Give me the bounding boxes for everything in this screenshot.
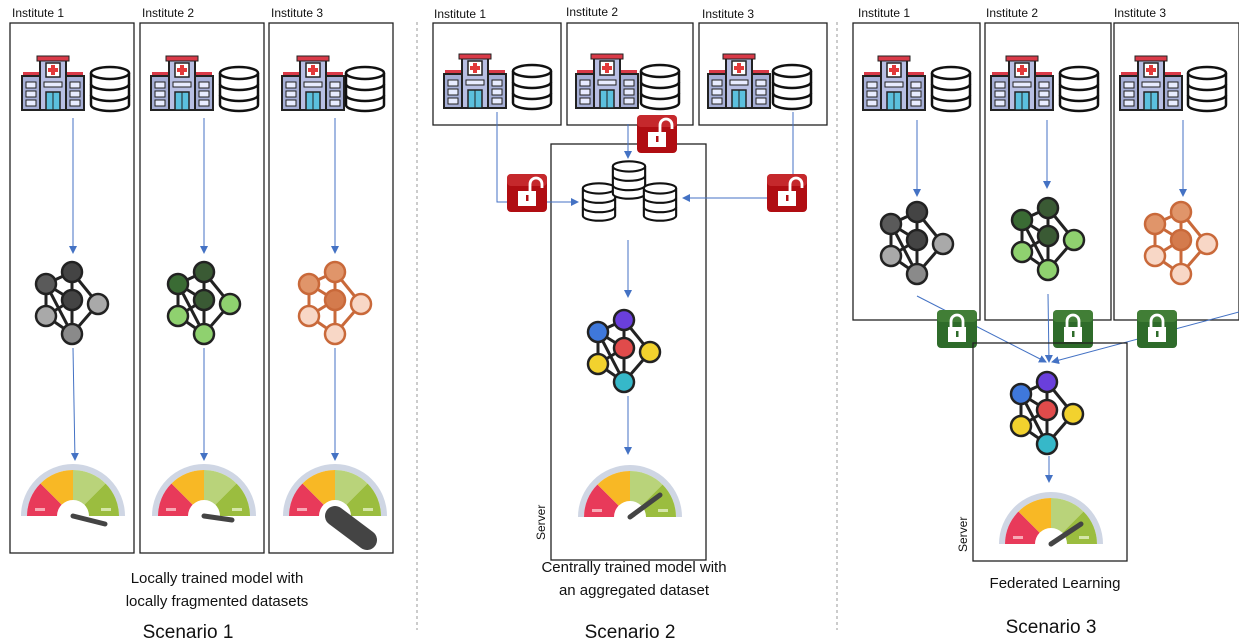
- scenario-1-caption-line1: Locally trained model with: [131, 570, 304, 587]
- neural-network-icon: [1010, 196, 1086, 282]
- neural-network-icon: [1009, 370, 1085, 456]
- hospital-icon: [281, 55, 345, 111]
- database-icon: [1186, 65, 1228, 113]
- institute-2-box: [566, 22, 694, 126]
- scenario-3-title: Scenario 3: [1006, 617, 1097, 638]
- scenario-2-title: Scenario 2: [585, 622, 676, 642]
- lock-closed-icon: [1051, 308, 1095, 350]
- hospital-icon: [575, 53, 639, 109]
- aggregated-database-icon: [581, 160, 678, 222]
- lock-closed-icon: [1135, 308, 1179, 350]
- hospital-icon: [21, 55, 85, 111]
- scenario-2-caption-line2: an aggregated dataset: [559, 582, 710, 599]
- lock-open-icon: [505, 172, 549, 214]
- scenario-2: Institute 1 Institute 2 Institute 3 Serv…: [432, 5, 828, 642]
- database-icon: [771, 63, 813, 111]
- server-box: [972, 342, 1128, 562]
- scenario-1-caption-line2: locally fragmented datasets: [126, 593, 309, 610]
- neural-network-icon: [166, 260, 242, 346]
- institute-label: Institute 1: [12, 6, 64, 20]
- database-icon: [344, 65, 386, 113]
- scenario-3: Institute 1 Institute 2 Institute 3: [852, 6, 1239, 638]
- lock-open-icon: [765, 172, 809, 214]
- institute-label: Institute 2: [986, 6, 1038, 20]
- hospital-icon: [990, 55, 1054, 111]
- database-icon: [218, 65, 260, 113]
- gauge-icon: [21, 464, 125, 527]
- institute-label: Institute 3: [702, 7, 754, 21]
- database-icon: [1058, 65, 1100, 113]
- hospital-icon: [862, 55, 926, 111]
- institute-3-panel: [268, 22, 394, 554]
- institute-3-box: [698, 22, 828, 126]
- scenario-1-title: Scenario 1: [143, 622, 234, 642]
- hospital-icon: [707, 53, 771, 109]
- scenario-2-caption-line1: Centrally trained model with: [541, 559, 726, 576]
- hospital-icon: [1119, 55, 1183, 111]
- database-icon: [930, 65, 972, 113]
- institute-label: Institute 2: [566, 5, 618, 19]
- institute-label: Institute 1: [858, 6, 910, 20]
- neural-network-icon: [879, 200, 955, 286]
- hospital-icon: [443, 53, 507, 109]
- server-label: Server: [956, 517, 970, 552]
- database-icon: [89, 65, 131, 113]
- lock-open-icon: [635, 113, 679, 155]
- gauge-icon: [999, 492, 1103, 547]
- institute-1-panel: [852, 22, 981, 321]
- gauge-icon: [578, 465, 682, 520]
- gauge-icon: [283, 464, 387, 550]
- institute-1-panel: [9, 22, 135, 554]
- database-icon: [511, 63, 553, 111]
- institute-label: Institute 2: [142, 6, 194, 20]
- neural-network-icon: [586, 308, 662, 394]
- institute-label: Institute 1: [434, 7, 486, 21]
- neural-network-icon: [1143, 200, 1219, 286]
- neural-network-icon: [297, 260, 373, 346]
- institute-label: Institute 3: [271, 6, 323, 20]
- lock-closed-icon: [935, 308, 979, 350]
- institute-2-panel: [139, 22, 265, 554]
- scenario-1: Institute 1 Institute 2 Institute 3: [9, 6, 394, 642]
- hospital-icon: [150, 55, 214, 111]
- database-icon: [639, 63, 681, 111]
- gauge-icon: [152, 464, 256, 523]
- neural-network-icon: [34, 260, 110, 346]
- server-label: Server: [534, 505, 548, 540]
- scenario-3-caption: Federated Learning: [990, 575, 1121, 592]
- institute-label: Institute 3: [1114, 6, 1166, 20]
